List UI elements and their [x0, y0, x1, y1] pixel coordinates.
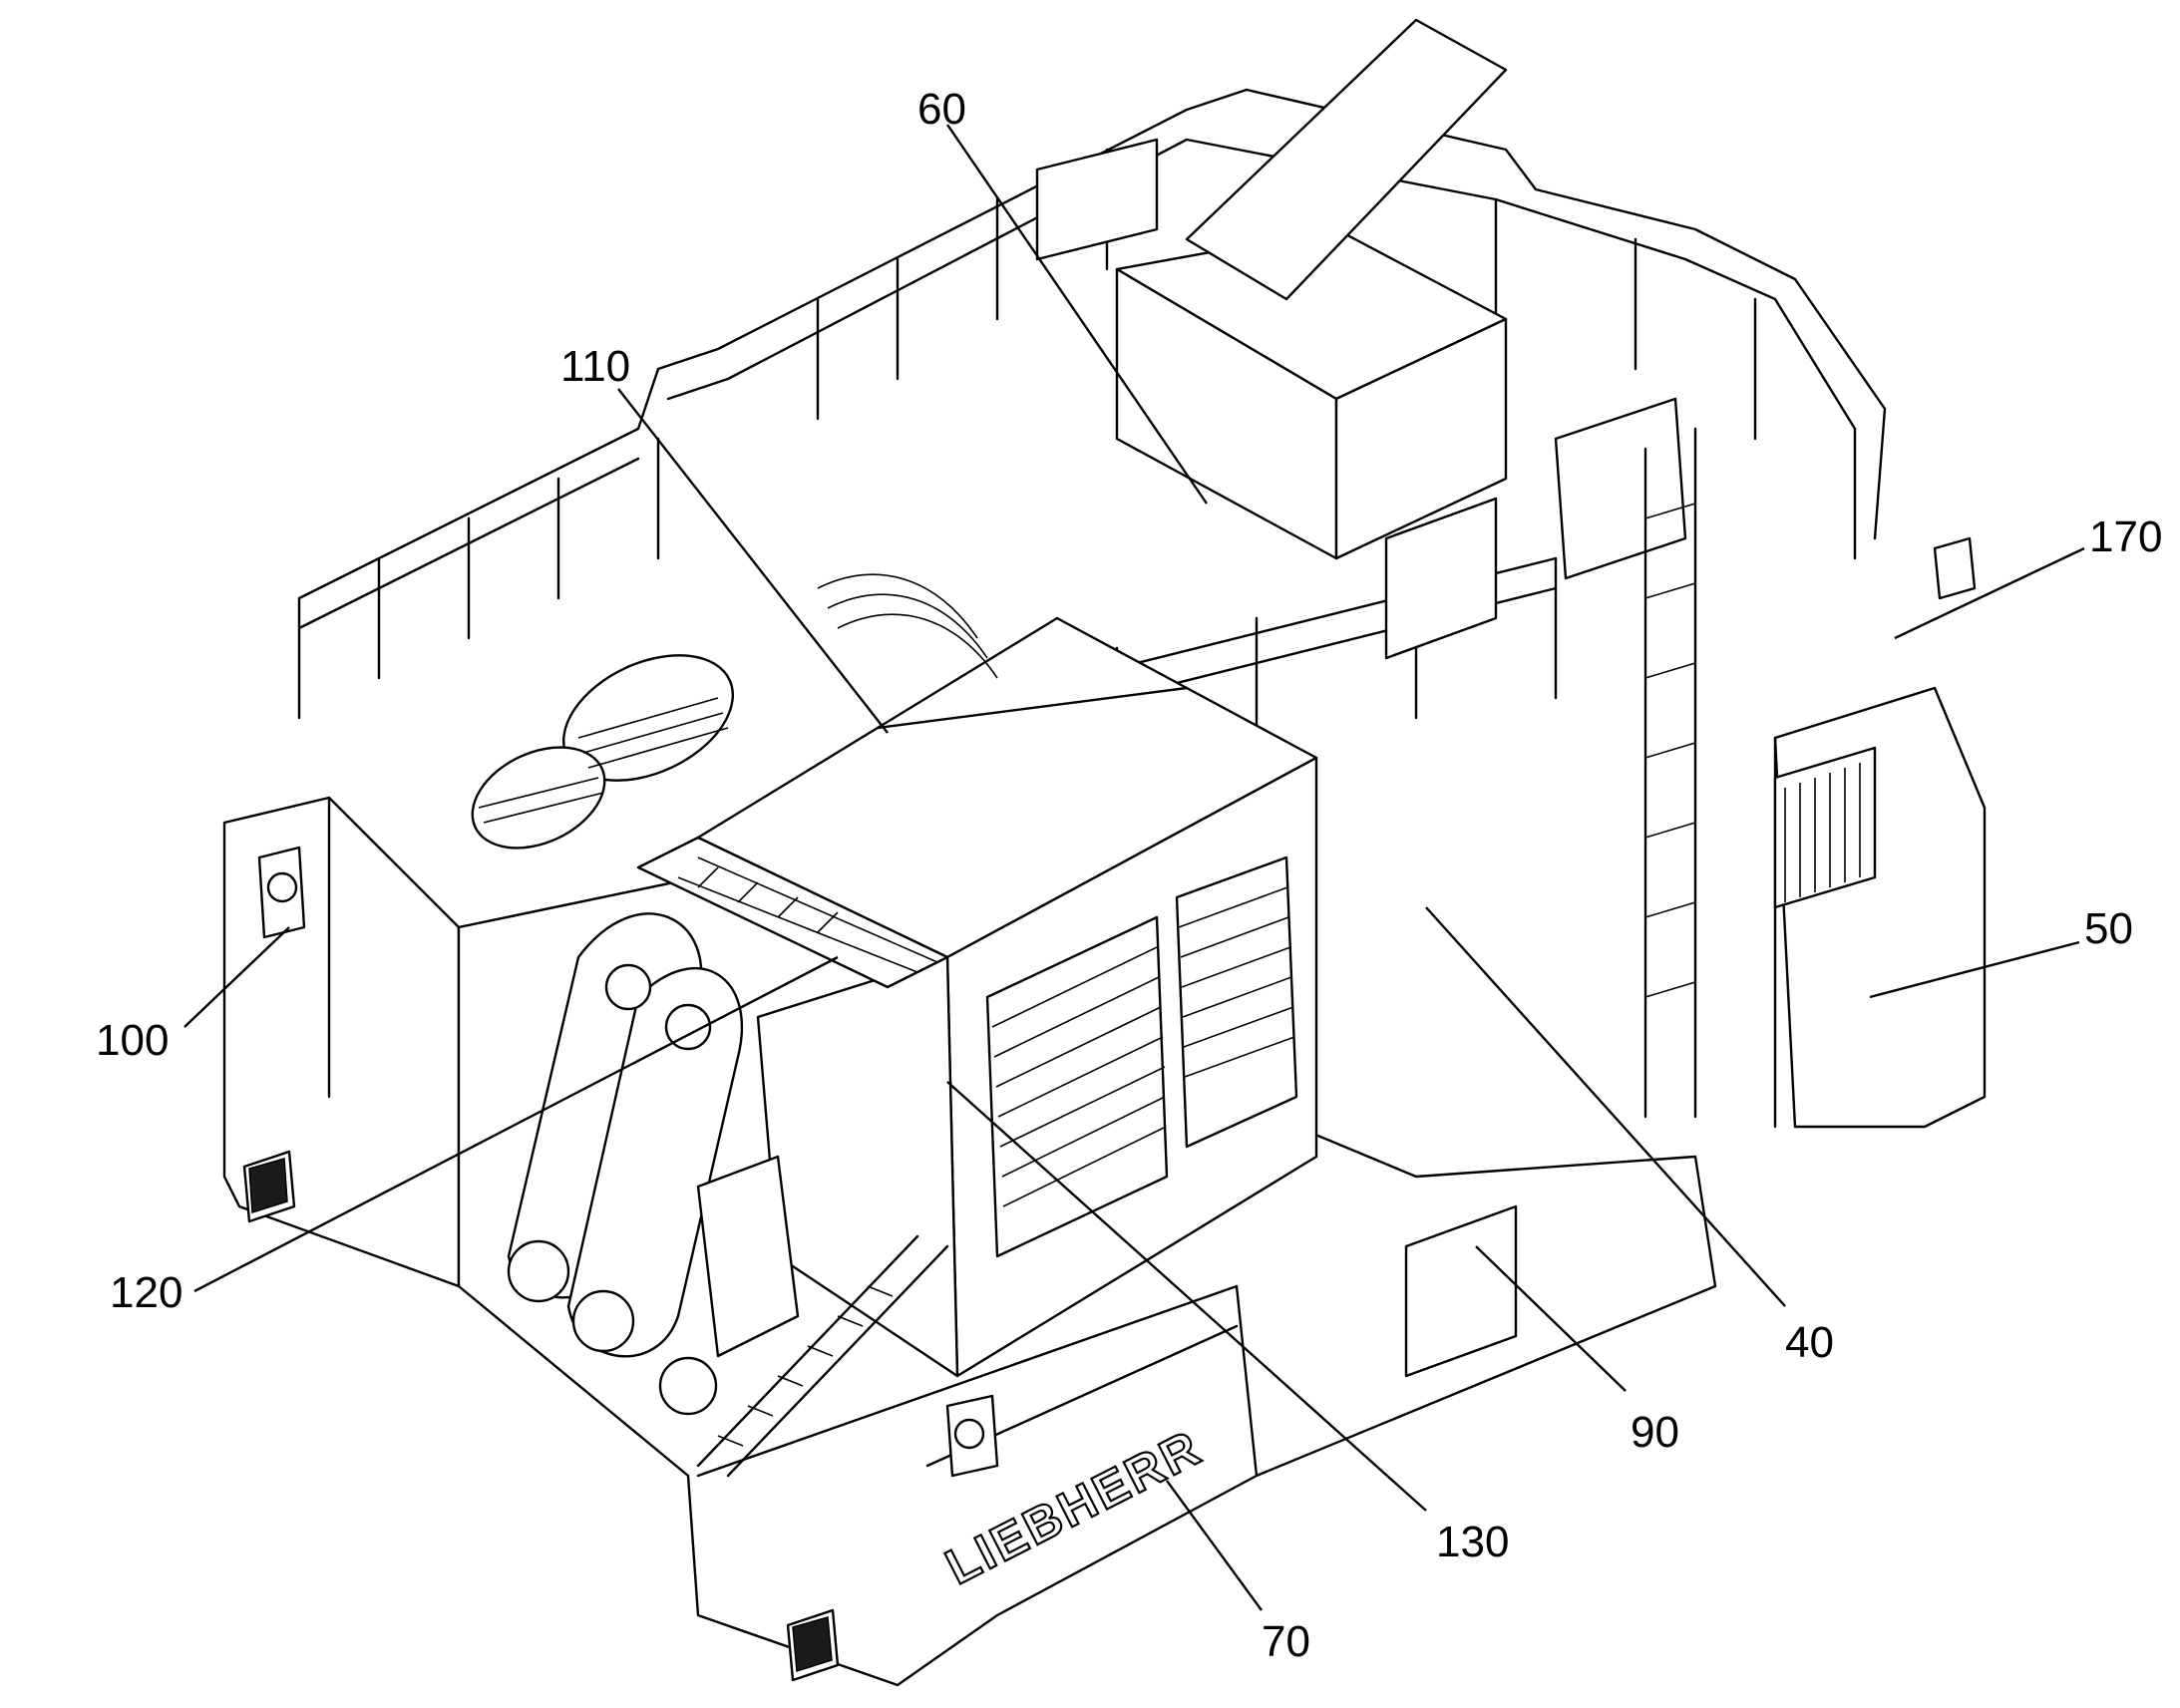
leader-lines [183, 124, 2085, 1611]
cooler-fans [471, 573, 998, 850]
leader-60 [946, 124, 1208, 505]
callout-60: 60 [917, 85, 966, 134]
leader-130 [946, 1081, 1427, 1512]
callout-170: 170 [2089, 512, 2163, 561]
callout-110: 110 [560, 342, 631, 391]
leader-170 [1894, 546, 2085, 640]
boom-lugs [507, 912, 800, 1416]
engine-hood [636, 616, 1318, 1378]
leader-50 [1869, 940, 2080, 999]
callout-120: 120 [110, 1268, 183, 1317]
leader-100 [183, 926, 290, 1028]
leader-40 [1425, 906, 1786, 1307]
leader-120 [193, 955, 839, 1293]
leader-70 [1166, 1480, 1263, 1611]
callout-50: 50 [2084, 904, 2133, 953]
leader-90 [1475, 1245, 1627, 1392]
leader-110 [617, 388, 889, 734]
callout-90: 90 [1631, 1408, 1679, 1457]
callout-40: 40 [1785, 1318, 1834, 1367]
lamps-and-boxes [242, 536, 1977, 1682]
callout-70: 70 [1262, 1617, 1310, 1666]
access-ladders [696, 427, 1877, 1478]
callout-100: 100 [96, 1016, 170, 1065]
callout-130: 130 [1436, 1518, 1510, 1566]
rear-cabinet [1035, 18, 1687, 660]
